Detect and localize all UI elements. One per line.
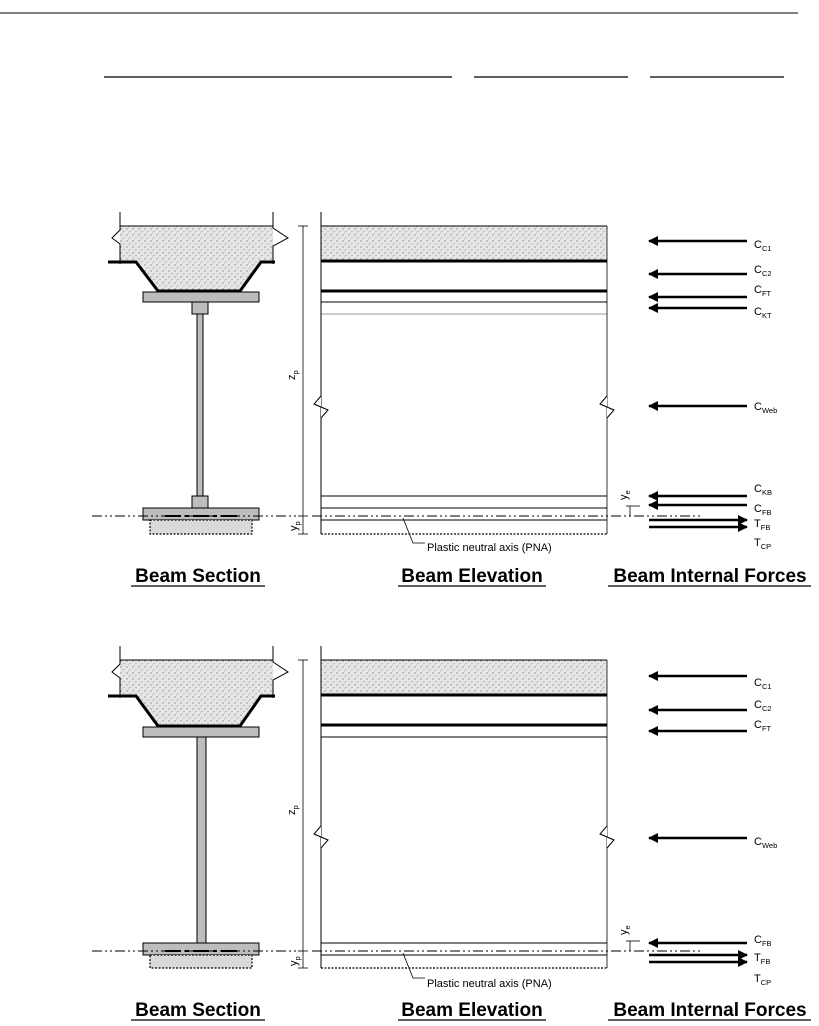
yp-label: yp [288, 521, 302, 531]
zp-label: zp [286, 805, 300, 815]
force-arrow: TFB [649, 950, 770, 966]
pna-leader [402, 517, 425, 544]
dimension-ye-1: ye [618, 490, 640, 516]
bottom-flange [142, 507, 260, 521]
svg-text:CFT: CFT [754, 284, 772, 298]
svg-text:CC2: CC2 [754, 699, 772, 713]
slab-break-left [111, 212, 121, 264]
slab-break-right [272, 646, 289, 698]
top-flange [142, 726, 260, 738]
deck-profile [108, 694, 275, 728]
force-arrow: CWeb [648, 401, 777, 415]
ye-label: ye [618, 925, 632, 935]
svg-text:TFB: TFB [754, 952, 770, 966]
deck-profile [108, 260, 275, 293]
force-arrow: CFB [648, 500, 772, 517]
title-beam-section: Beam Section [135, 566, 261, 587]
zp-label: zp [286, 370, 300, 380]
force-arrow: CC1 [648, 671, 772, 691]
svg-text:CWeb: CWeb [754, 836, 777, 850]
cover-plate [149, 954, 253, 969]
break-symbol-left [313, 395, 329, 419]
title-beam-internal-forces: Beam Internal Forces [613, 1000, 806, 1021]
slab-fill [120, 660, 273, 726]
top-flange [142, 291, 260, 303]
svg-text:TCP: TCP [754, 973, 771, 987]
title-beam-elevation: Beam Elevation [401, 566, 543, 587]
break-symbol-right [599, 825, 615, 849]
dimension-zp-2: zp yp [286, 659, 308, 969]
slab-break-left [111, 646, 121, 698]
internal-forces-1: CC1 CC2 CFT CKT CWeb CKB [608, 236, 811, 587]
pna-label: Plastic neutral axis (PNA) [427, 978, 552, 990]
svg-text:CKT: CKT [754, 306, 772, 320]
force-arrow: CFT [648, 719, 772, 736]
force-arrow: CKT [648, 303, 772, 320]
break-symbol-right [599, 395, 615, 419]
force-arrow: CKB [648, 483, 772, 501]
force-arrow: CWeb [648, 833, 777, 850]
svg-text:CKB: CKB [754, 483, 772, 497]
beam-section-2: Beam Section [92, 646, 300, 1021]
dimension-zp-1: zp yp [286, 225, 308, 535]
beam-elevation-1: Plastic neutral axis (PNA) Beam Elevatio… [312, 212, 700, 587]
bottom-flange [142, 942, 260, 956]
svg-text:CFB: CFB [754, 934, 772, 948]
force-arrow: TFB [649, 515, 770, 532]
ye-label: ye [618, 490, 632, 500]
force-arrow: CC1 [648, 236, 772, 253]
elevation-slab [321, 660, 607, 695]
force-arrow: TCP [649, 957, 771, 987]
force-arrow: CC2 [648, 264, 772, 279]
force-arrow: CFT [648, 284, 772, 302]
title-beam-section: Beam Section [135, 1000, 261, 1021]
elevation-slab [321, 226, 607, 261]
diagram-2: Beam Section zp yp [92, 646, 811, 1021]
slab-fill [120, 226, 273, 291]
diagram-1: Beam Section zp yp [92, 212, 811, 587]
top-fillet [191, 301, 209, 315]
web [196, 313, 204, 497]
force-arrow: TCP [649, 522, 771, 551]
web [196, 736, 207, 944]
pna-leader [402, 952, 425, 979]
bottom-fillet [191, 495, 209, 509]
internal-forces-2: CC1 CC2 CFT CWeb CFB TFB [608, 671, 811, 1021]
svg-text:CC2: CC2 [754, 264, 772, 278]
yp-label: yp [288, 956, 302, 966]
title-beam-internal-forces: Beam Internal Forces [613, 566, 806, 587]
force-arrow: CFB [648, 934, 772, 948]
svg-text:CFT: CFT [754, 719, 772, 733]
slab-break-right [272, 212, 289, 264]
beam-elevation-2: Plastic neutral axis (PNA) Beam Elevatio… [312, 646, 700, 1021]
break-symbol-left [313, 825, 329, 849]
svg-text:CC1: CC1 [754, 677, 772, 691]
svg-text:CWeb: CWeb [754, 401, 777, 415]
pna-label: Plastic neutral axis (PNA) [427, 542, 552, 554]
cover-plate [149, 519, 253, 535]
svg-text:CC1: CC1 [754, 239, 772, 253]
beam-section-1: Beam Section [92, 212, 300, 587]
force-arrow: CC2 [648, 699, 772, 715]
svg-text:TCP: TCP [754, 537, 771, 551]
svg-text:CFB: CFB [754, 503, 772, 517]
dimension-ye-2: ye [618, 925, 640, 951]
title-beam-elevation: Beam Elevation [401, 1000, 543, 1021]
svg-text:TFB: TFB [754, 518, 770, 532]
